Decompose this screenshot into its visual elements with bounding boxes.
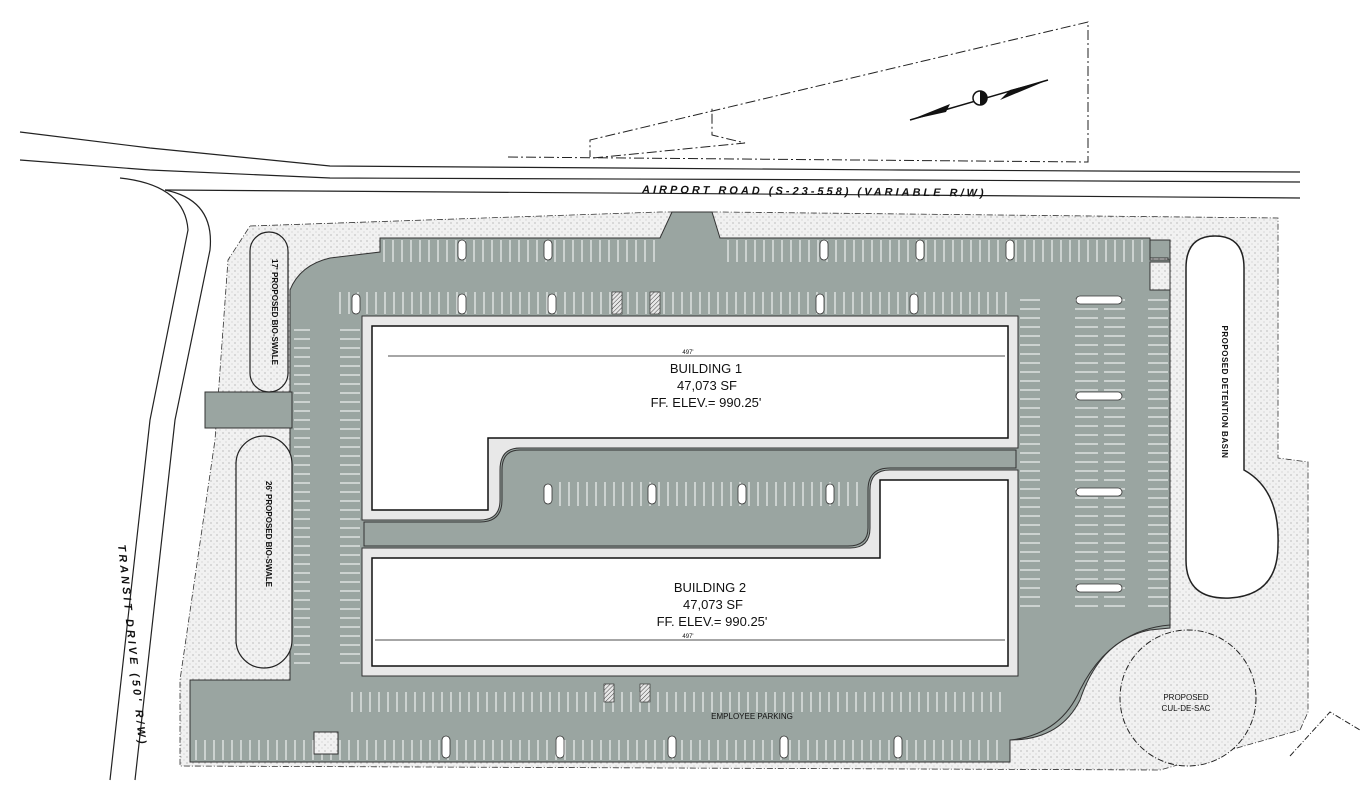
airport-road-label: AIRPORT ROAD (S-23-558) (VARIABLE R/W) (641, 184, 987, 200)
landscape-island (915, 239, 925, 261)
bioswale-top (249, 231, 289, 393)
detention-basin-label: PROPOSED DETENTION BASIN (1220, 326, 1229, 459)
accessible-stalls (603, 291, 661, 703)
landscape-island (909, 293, 919, 315)
landscape-islands (351, 239, 1123, 759)
employee-parking-label: EMPLOYEE PARKING (711, 712, 793, 721)
airport-road (19, 131, 1301, 781)
building-2-dimension: 497' (682, 634, 693, 640)
dumpster-pad (313, 731, 339, 755)
landscape-island (351, 293, 361, 315)
landscape-island (815, 293, 825, 315)
center-aisle (363, 449, 1017, 547)
landscape-island (819, 239, 829, 261)
cul-de-sac (1119, 629, 1361, 767)
building-2-name: BUILDING 2 (674, 580, 746, 595)
landscape-island (441, 735, 451, 759)
landscape-island (457, 239, 467, 261)
landscape-island (1075, 583, 1123, 593)
north-arrow-icon (909, 79, 1049, 121)
landscape-island (1075, 295, 1123, 305)
landscape-island (457, 293, 467, 315)
landscape-island (779, 735, 789, 759)
cul-de-sac-label-2: CUL-DE-SAC (1162, 704, 1211, 713)
landscape-island (543, 483, 553, 505)
landscape-island (667, 735, 677, 759)
detention-basin (1185, 235, 1279, 599)
building-1-area: 47,073 SF (677, 378, 737, 393)
building-1-name: BUILDING 1 (670, 361, 742, 376)
bioswale-bottom-label: 26' PROPOSED BIO-SWALE (264, 481, 273, 588)
landscape-island (1075, 487, 1123, 497)
landscape-island (1075, 391, 1123, 401)
landscape-island (547, 293, 557, 315)
building-2-area: 47,073 SF (683, 597, 743, 612)
landscape-island (555, 735, 565, 759)
building-2-elevation: FF. ELEV.= 990.25' (657, 614, 768, 629)
landscape-island (893, 735, 903, 759)
cul-de-sac-label-1: PROPOSED (1163, 693, 1209, 702)
building-2 (371, 479, 1009, 667)
dumpster-pad (1149, 261, 1171, 291)
landscape-island (543, 239, 553, 261)
landscape-island (737, 483, 747, 505)
north-parcel (507, 21, 1089, 163)
parking-stalls (195, 240, 1168, 760)
building-1 (371, 325, 1009, 511)
landscape-island (825, 483, 835, 505)
landscape-island (1005, 239, 1015, 261)
building-1-dimension: 497' (682, 350, 693, 356)
landscape-island (647, 483, 657, 505)
entrance-drive (204, 391, 293, 429)
bioswale-top-label: 17' PROPOSED BIO-SWALE (270, 259, 279, 366)
bioswale-bottom (235, 435, 293, 669)
building-1-elevation: FF. ELEV.= 990.25' (651, 395, 762, 410)
